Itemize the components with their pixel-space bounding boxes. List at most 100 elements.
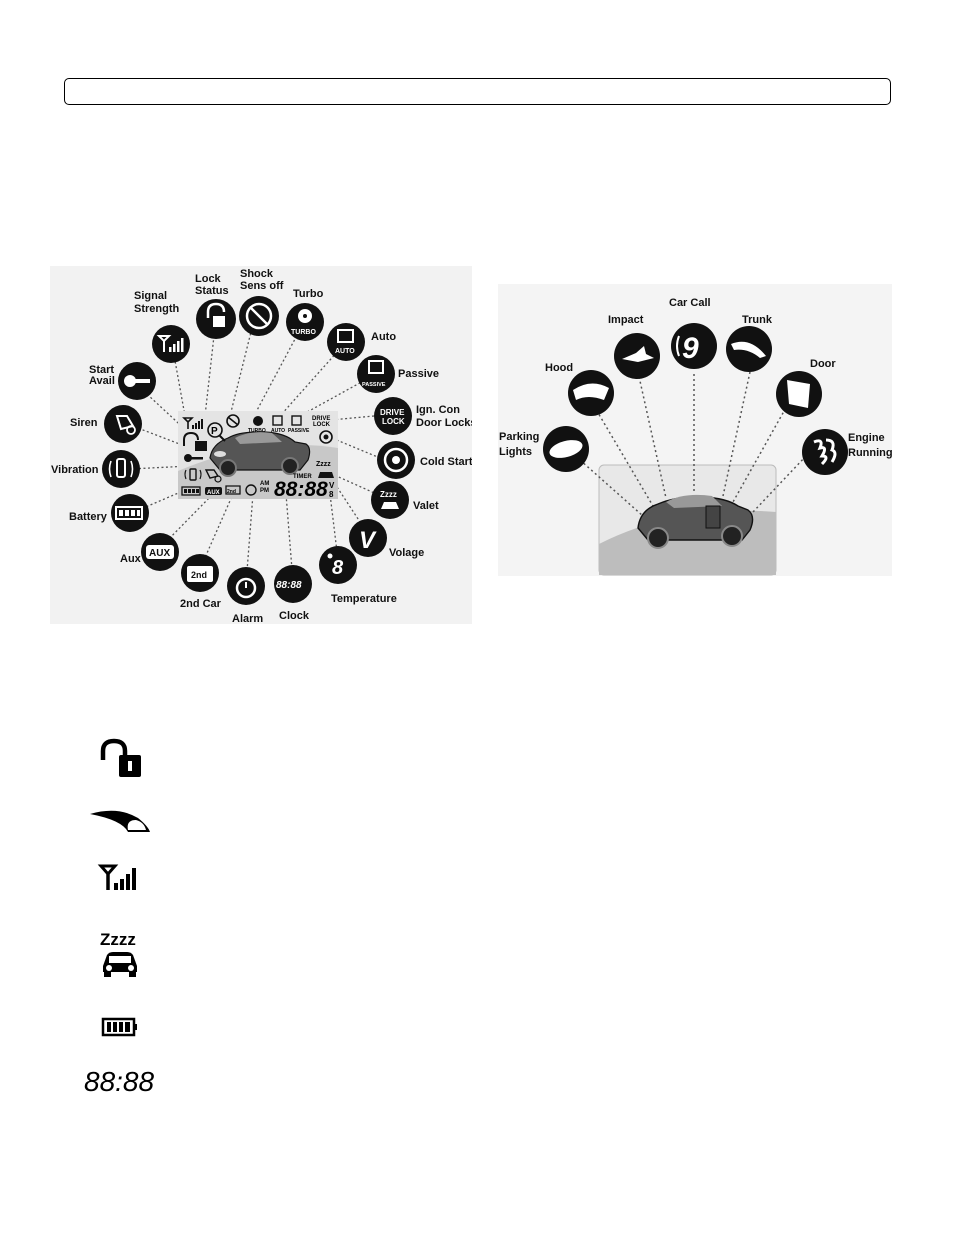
lcd-cold-start-icon (319, 430, 333, 444)
clock-circle: 88:88 (274, 565, 312, 603)
siren-circle (104, 405, 142, 443)
lcd-turbo-text: TURBO (248, 428, 266, 434)
legend-clock-text: 88:88 (84, 1066, 154, 1096)
shock-sens-off-circle (239, 296, 279, 336)
label-clock: Clock (279, 610, 310, 622)
lcd-pm-text: PM (260, 488, 269, 494)
legend-trunk-icon (80, 808, 160, 836)
label-door-locks: Door Locks (416, 417, 472, 429)
lcd-auto-text: AUTO (271, 428, 285, 434)
lcd-turbo-icon: TURBO (248, 416, 266, 434)
label-auto: Auto (371, 331, 396, 343)
label-2nd-car: 2nd Car (180, 598, 222, 610)
label-impact: Impact (608, 314, 644, 326)
label-temperature: Temperature (331, 593, 397, 605)
vibration-circle (102, 450, 140, 488)
lcd-auto-icon: AUTO (271, 415, 285, 434)
lcd-2nd-car-icon: 2nd (225, 485, 241, 495)
legend-lock-icon (80, 738, 160, 780)
label-lights: Lights (499, 446, 532, 458)
cold-start-circle (377, 441, 415, 479)
drive-icon-text: DRIVE (380, 408, 405, 417)
label-vibration: Vibration (51, 464, 99, 476)
second-car-circle: 2nd (181, 554, 219, 592)
lock-status-circle (196, 299, 236, 339)
parking-lights-circle (543, 426, 589, 472)
lcd-signal-icon (182, 417, 203, 429)
label-battery: Battery (69, 511, 108, 523)
lock-icon-text: LOCK (382, 417, 405, 426)
left-diagram-labels: Lock Status Shock Sens off Signal Streng… (51, 268, 477, 625)
label-valet: Valet (413, 500, 439, 512)
auto-circle: AUTO (327, 323, 365, 361)
lcd-temp-text: 8 (329, 490, 334, 499)
drive-lock-circle: DRIVE LOCK (374, 397, 412, 435)
aux-icon-text: AUX (149, 548, 170, 559)
label-parking: Parking (499, 431, 539, 443)
valet-circle: Zzzz (371, 481, 409, 519)
right-diagram-labels: Parking Lights Hood Impact Car Call Trun… (499, 297, 893, 459)
alarm-circle (227, 567, 265, 605)
label-hood: Hood (545, 362, 573, 374)
label-aux: Aux (120, 553, 142, 565)
valet-icon-text: Zzzz (380, 490, 397, 499)
label-status: Status (195, 285, 229, 297)
lcd-lock-icon (183, 431, 207, 451)
impact-circle (614, 333, 660, 379)
label-alarm: Alarm (232, 613, 263, 624)
label-car-call: Car Call (669, 297, 711, 309)
lcd-aux-text: AUX (207, 490, 220, 496)
lcd-key-icon (184, 454, 203, 462)
lcd-parking-icon: P (207, 422, 226, 442)
passive-icon-text: PASSIVE (362, 382, 386, 388)
lcd-drive-text: DRIVE (312, 416, 330, 422)
label-turbo: Turbo (293, 288, 324, 300)
legend-signal-icon (80, 864, 160, 892)
lcd-drive-lock-icon: DRIVE LOCK (312, 416, 331, 428)
label-siren: Siren (70, 417, 98, 429)
label-shock: Shock (240, 268, 274, 280)
lcd-battery-icon (181, 486, 201, 496)
signal-strength-circle (152, 325, 190, 363)
lcd-alarm-icon (245, 484, 257, 496)
legend-zzz-text: Zzzz (100, 930, 136, 949)
car-status-diagram-svg: 9 Parking Lights Hood Impact Car Call Tr… (499, 297, 893, 576)
lcd-timer: TIMER Zzzz (293, 461, 334, 480)
label-door: Door (810, 358, 836, 370)
door-circle (776, 371, 822, 417)
second-car-icon-text: 2nd (191, 570, 207, 580)
lcd-clock-digits: AM PM 88:88 (260, 478, 328, 501)
temperature-icon-text: 8 (332, 557, 344, 579)
hood-circle (568, 370, 614, 416)
label-engine: Engine (848, 432, 885, 444)
turbo-circle: TURBO (286, 303, 324, 341)
lcd-aux-icon: AUX (205, 487, 222, 496)
lcd-am-text: AM (260, 481, 269, 487)
label-cold-start: Cold Start (420, 456, 472, 468)
scene-car-icon (637, 494, 754, 549)
label-passive: Passive (398, 368, 439, 380)
label-signal: Signal (134, 290, 167, 302)
svg-text:9: 9 (682, 332, 699, 365)
car-call-circle: 9 (671, 323, 717, 369)
lcd-icon-diagram: P TURBO AUTO PASSIVE DRIVE LOCK (50, 266, 477, 625)
lcd-digits-text: 88:88 (274, 478, 328, 501)
legend-clock-digits: 88:88 (80, 1064, 160, 1096)
lcd-car-icon (209, 431, 311, 477)
label-ign-con: Ign. Con (416, 404, 460, 416)
battery-circle (111, 494, 149, 532)
passive-circle: PASSIVE (357, 355, 395, 393)
label-trunk: Trunk (742, 314, 773, 326)
engine-running-circle (802, 429, 848, 475)
trunk-circle (726, 326, 772, 372)
header-bar (64, 78, 891, 105)
turbo-icon-text: TURBO (291, 329, 316, 336)
legend-battery-icon (80, 1016, 160, 1038)
lcd-timer-text: TIMER (293, 474, 312, 480)
temperature-circle: 8 (319, 546, 357, 584)
label-strength: Strength (134, 303, 180, 315)
clock-icon-text: 88:88 (276, 580, 302, 591)
label-voltage: Volage (389, 547, 424, 559)
label-avail: Avail (89, 375, 115, 387)
lcd-icon-diagram-svg: P TURBO AUTO PASSIVE DRIVE LOCK (51, 268, 477, 625)
